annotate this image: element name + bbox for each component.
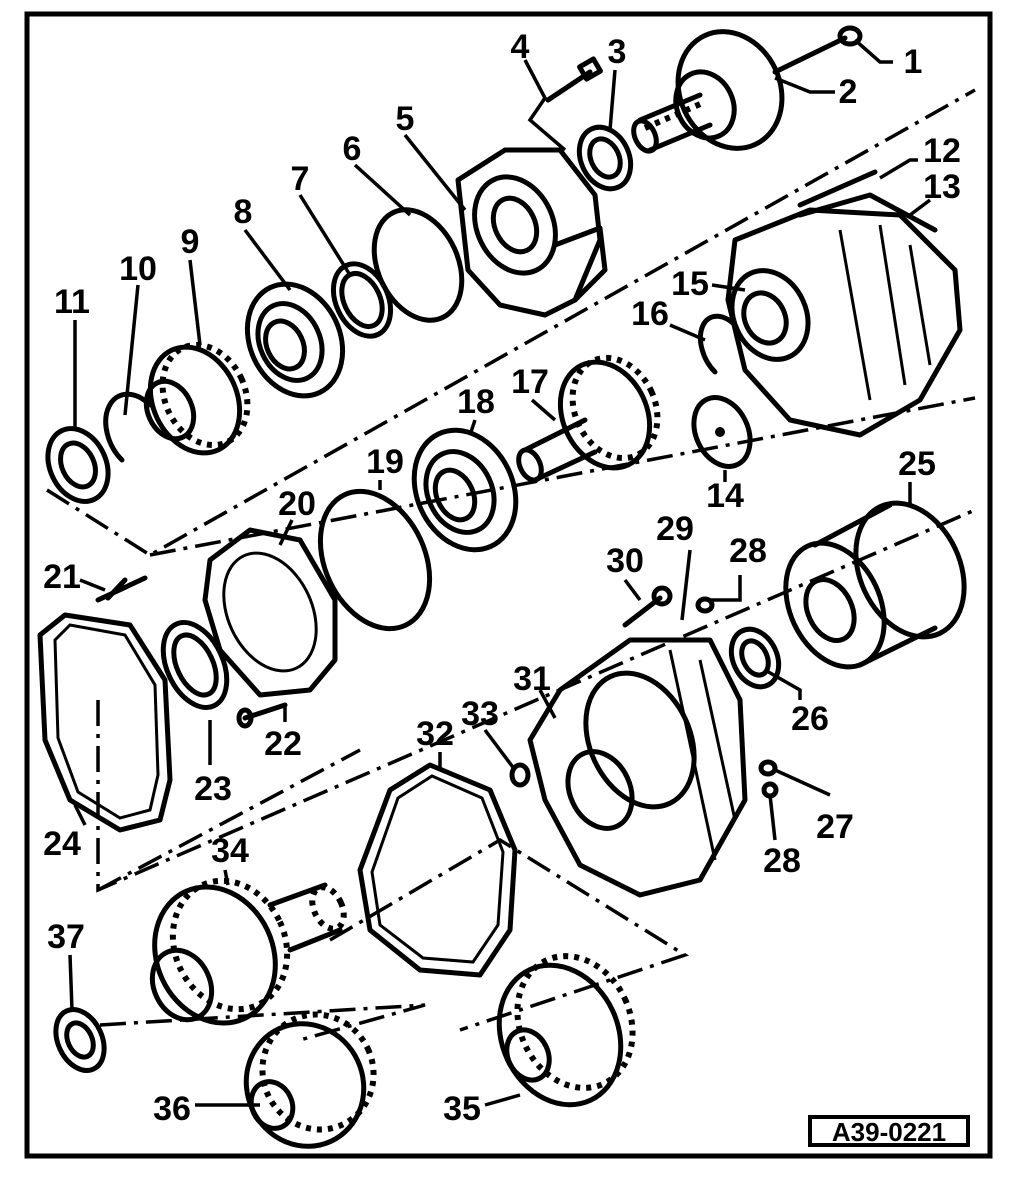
part-13-case-cover bbox=[725, 192, 963, 438]
part-23-seal bbox=[160, 620, 230, 710]
part-11-race bbox=[45, 426, 111, 504]
callout-label: 22 bbox=[264, 725, 302, 763]
callout-label: 28 bbox=[729, 532, 767, 570]
part-20-gasket bbox=[202, 527, 338, 698]
callout-label: 15 bbox=[671, 265, 709, 303]
callout-label: 3 bbox=[608, 33, 627, 71]
callout-label: 30 bbox=[606, 542, 644, 580]
callout-label: 27 bbox=[816, 808, 854, 846]
callout-label: 5 bbox=[396, 100, 415, 138]
callout-label: 37 bbox=[47, 918, 85, 956]
part-32-gasket bbox=[357, 762, 518, 978]
callout-label: 13 bbox=[923, 168, 961, 206]
callout-label: 4 bbox=[511, 28, 530, 66]
part-15-bore bbox=[729, 268, 811, 362]
part-19-o-ring bbox=[317, 488, 433, 632]
part-35-gear bbox=[496, 953, 636, 1108]
callout-label: 9 bbox=[181, 223, 200, 261]
part-5-housing bbox=[455, 147, 608, 318]
callout-label: 29 bbox=[656, 510, 694, 548]
part-16-snap-ring bbox=[697, 313, 738, 375]
callout-label: 24 bbox=[43, 825, 81, 863]
part-26-seal bbox=[728, 626, 782, 690]
part-27-plug bbox=[758, 759, 778, 777]
part-14-washer bbox=[691, 395, 753, 469]
callout-label: 6 bbox=[343, 130, 362, 168]
callout-label: 36 bbox=[153, 1090, 191, 1128]
figure-id-badge: A39-0221 bbox=[808, 1115, 970, 1147]
part-18-bearing bbox=[411, 427, 519, 553]
part-8-bearing bbox=[244, 281, 346, 399]
part-36-gear bbox=[243, 1011, 377, 1149]
callout-label: 21 bbox=[43, 558, 81, 596]
part-9-gear bbox=[143, 341, 251, 456]
callout-label: 12 bbox=[923, 132, 961, 170]
part-3-seal bbox=[576, 124, 634, 192]
callout-label: 25 bbox=[898, 445, 936, 483]
part-21-bolts bbox=[95, 575, 148, 603]
part-24-gasket bbox=[37, 612, 173, 833]
part-37-seal bbox=[53, 1007, 107, 1073]
callout-label: 10 bbox=[119, 250, 157, 288]
part-2-flange bbox=[631, 29, 785, 154]
part-10-circlip bbox=[103, 391, 153, 463]
part-17-shaft bbox=[516, 354, 661, 483]
callout-label: 20 bbox=[278, 485, 316, 523]
leader-lines bbox=[68, 38, 932, 1107]
callout-label: 17 bbox=[511, 363, 549, 401]
callout-label: 1 bbox=[904, 43, 923, 81]
part-30-bolt bbox=[622, 585, 673, 628]
callout-label: 34 bbox=[211, 832, 249, 870]
callout-label: 19 bbox=[366, 443, 404, 481]
callout-label: 16 bbox=[631, 295, 669, 333]
callout-label: 33 bbox=[461, 695, 499, 733]
callout-label: 32 bbox=[416, 715, 454, 753]
callout-label: 31 bbox=[513, 660, 551, 698]
callout-label: 28 bbox=[763, 842, 801, 880]
callout-label: 7 bbox=[291, 160, 310, 198]
part-25-drum bbox=[783, 500, 967, 670]
callout-label: 8 bbox=[234, 193, 253, 231]
part-34-gear-shaft bbox=[149, 877, 347, 1026]
figure-id-label: A39-0221 bbox=[832, 1117, 946, 1147]
callout-label: 2 bbox=[839, 73, 858, 111]
callout-label: 35 bbox=[443, 1090, 481, 1128]
part-1-bolt bbox=[772, 25, 863, 75]
part-4-bolt bbox=[545, 56, 603, 103]
callout-label: 23 bbox=[194, 770, 232, 808]
part-28-plug-upper bbox=[695, 596, 715, 614]
callout-label: 26 bbox=[791, 700, 829, 738]
part-22-bolt bbox=[236, 702, 288, 729]
callout-label: 11 bbox=[54, 283, 90, 321]
part-31-housing bbox=[527, 637, 748, 898]
part-12-pin bbox=[797, 169, 878, 208]
callout-labels: 1 2 3 4 5 6 7 8 9 10 11 12 13 14 15 16 1… bbox=[43, 28, 961, 1128]
callout-label: 18 bbox=[457, 383, 495, 421]
callout-label: 14 bbox=[706, 477, 744, 515]
part-33-dowel bbox=[509, 762, 531, 788]
